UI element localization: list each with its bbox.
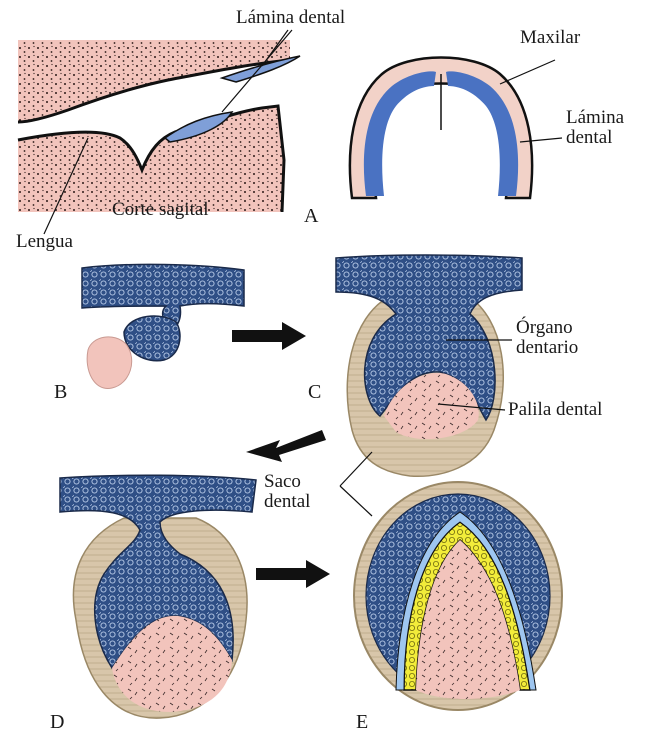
label-maxilar: Maxilar: [520, 28, 580, 48]
arrow-c-to-d: [246, 430, 326, 462]
panel-e-crown: [354, 482, 562, 710]
label-lengua: Lengua: [16, 232, 73, 252]
arrow-b-to-c: [232, 322, 306, 350]
stage-letter-c: C: [308, 382, 321, 403]
dental-bud: [124, 316, 180, 361]
label-lamina-dental-right: Lámina dental: [566, 108, 624, 148]
stage-letter-a: A: [304, 206, 318, 227]
panel-a-arch: [350, 58, 562, 199]
label-organo-dentario: Órgano dentario: [516, 318, 578, 358]
stage-letter-e: E: [356, 712, 368, 733]
arrow-d-to-e: [256, 560, 330, 588]
panel-b-bud: [82, 264, 244, 388]
stage-letter-b: B: [54, 382, 67, 403]
stage-letter-d: D: [50, 712, 64, 733]
mesenchyme-condensation: [87, 337, 132, 389]
label-saco-dental: Saco dental: [264, 472, 310, 512]
label-corte-sagital: Corte sagital: [112, 200, 209, 220]
lower-jaw-tongue: [18, 106, 284, 212]
panel-c-cap: [336, 255, 522, 476]
label-palila-dental: Palila dental: [508, 400, 602, 420]
label-lamina-dental-top: Lámina dental: [236, 8, 345, 28]
panel-d-bell: [60, 475, 256, 718]
